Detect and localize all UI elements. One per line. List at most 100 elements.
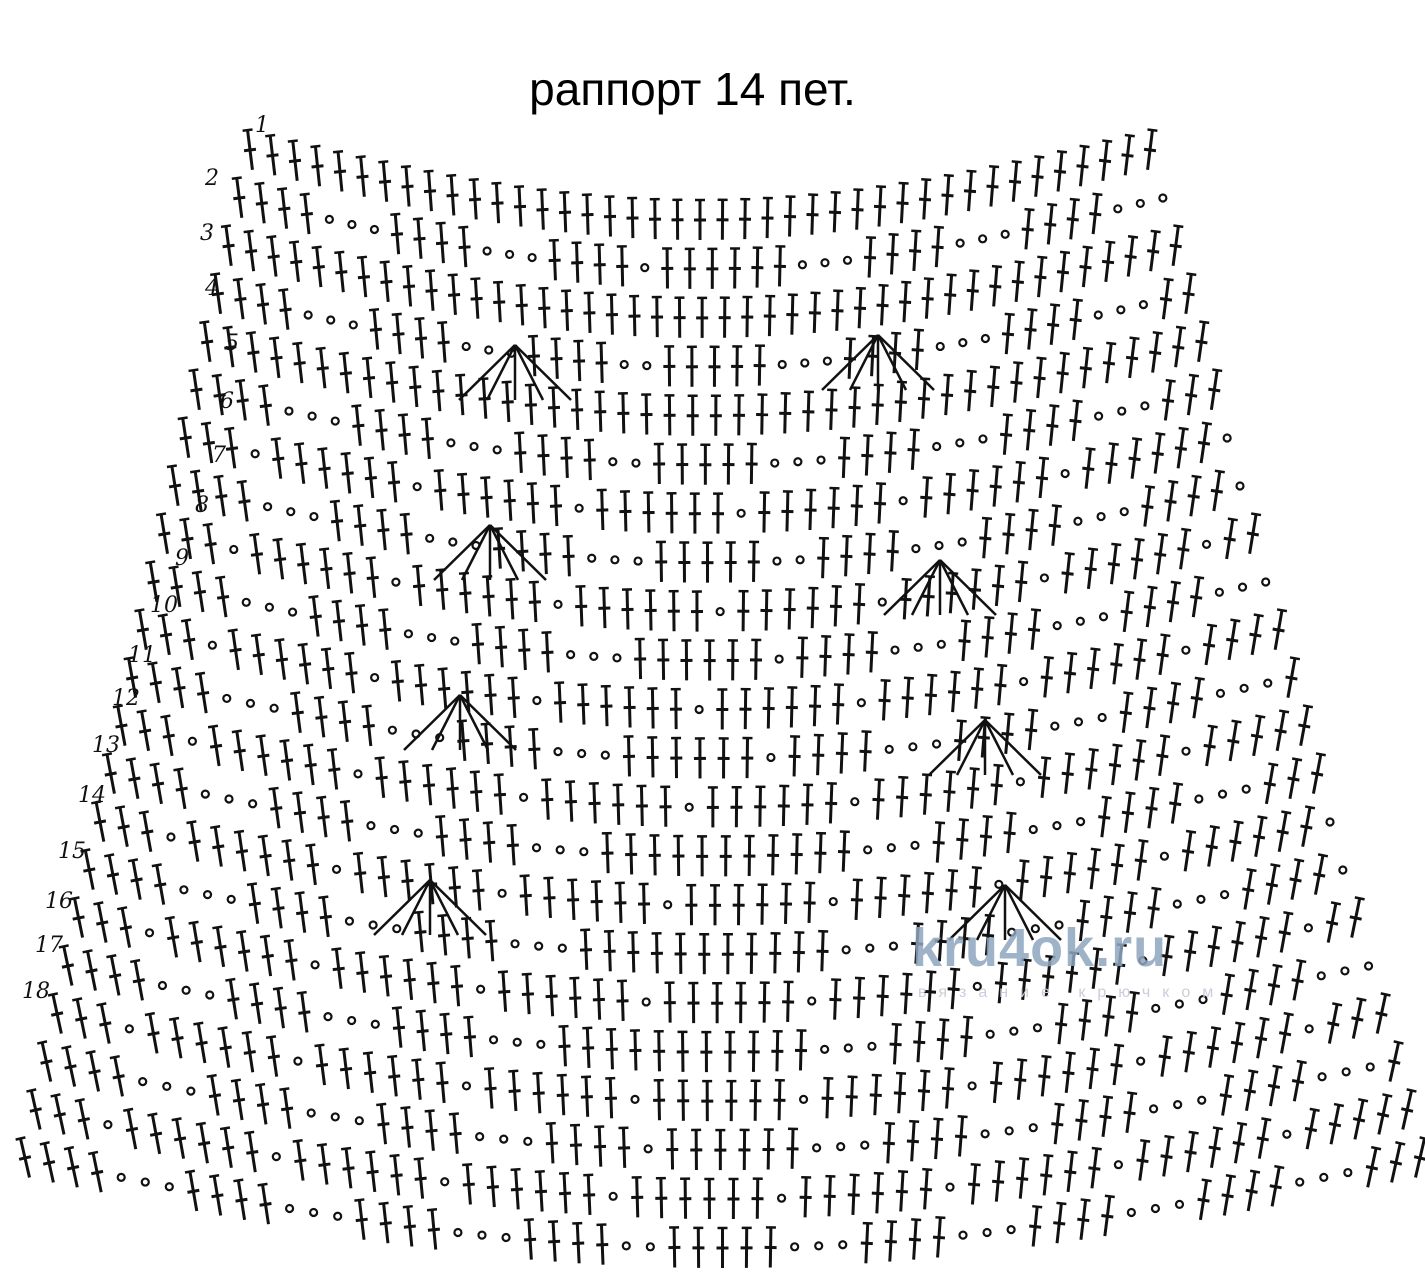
fan-stitch-line: [928, 719, 986, 776]
chain-symbol: [1135, 198, 1145, 209]
double-crochet-symbol: [231, 729, 246, 772]
double-crochet-symbol: [992, 1160, 1006, 1202]
double-crochet-symbol: [190, 469, 205, 512]
double-crochet-symbol: [960, 1015, 974, 1058]
double-crochet-symbol: [1149, 331, 1163, 373]
chain-symbol: [287, 607, 298, 617]
double-crochet-symbol: [921, 277, 934, 319]
chain-symbol: [1060, 468, 1070, 479]
fan-stitch-line: [877, 334, 935, 391]
row-number-label: 10: [150, 593, 178, 618]
double-crochet-symbol: [724, 1030, 737, 1073]
double-crochet-symbol: [1079, 245, 1093, 288]
double-crochet-symbol: [886, 232, 899, 275]
chain-symbol: [1325, 817, 1335, 827]
double-crochet-symbol: [1084, 547, 1099, 590]
double-crochet-symbol: [761, 196, 774, 239]
double-crochet-symbol: [36, 1040, 53, 1082]
double-crochet-symbol: [458, 571, 472, 614]
double-crochet-symbol: [1110, 642, 1124, 685]
double-crochet-symbol: [943, 770, 956, 812]
double-crochet-symbol: [1265, 863, 1281, 905]
chain-symbol: [1219, 890, 1230, 900]
double-crochet-symbol: [749, 1079, 762, 1121]
double-crochet-symbol: [634, 637, 647, 680]
chain-symbol: [608, 457, 618, 467]
chain-symbol: [886, 843, 896, 853]
double-crochet-symbol: [106, 954, 122, 996]
chain-symbol: [331, 864, 342, 874]
double-crochet-symbol: [538, 286, 551, 329]
chain-symbol: [643, 1144, 653, 1154]
double-crochet-symbol: [1291, 1059, 1307, 1102]
double-crochet-symbol: [1276, 810, 1292, 852]
chain-symbol: [890, 645, 900, 655]
double-crochet-symbol: [966, 469, 980, 511]
double-crochet-symbol: [622, 735, 636, 777]
double-crochet-symbol: [871, 1171, 884, 1214]
double-crochet-symbol: [603, 195, 617, 237]
double-crochet-symbol: [588, 782, 601, 824]
double-crochet-symbol: [1011, 260, 1025, 303]
chain-symbol: [1136, 1056, 1146, 1066]
double-crochet-symbol: [692, 1226, 705, 1268]
double-crochet-symbol: [421, 417, 434, 460]
chain-symbol: [181, 985, 191, 995]
double-crochet-symbol: [270, 886, 285, 929]
double-crochet-symbol: [469, 770, 483, 812]
double-crochet-symbol: [756, 883, 769, 925]
chain-symbol: [1365, 1062, 1375, 1072]
double-crochet-symbol: [569, 976, 582, 1019]
double-crochet-symbol: [155, 512, 171, 554]
double-crochet-symbol: [754, 785, 767, 827]
fan-stitch-line: [458, 694, 490, 751]
double-crochet-symbol: [206, 1073, 222, 1116]
chain-symbol: [1340, 966, 1350, 976]
double-crochet-symbol: [246, 882, 262, 924]
double-crochet-symbol: [657, 638, 670, 680]
double-crochet-symbol: [901, 676, 914, 719]
double-crochet-symbol: [1018, 958, 1032, 1001]
fan-stitch-line: [1003, 884, 1035, 941]
double-crochet-symbol: [1243, 1069, 1259, 1112]
double-crochet-symbol: [853, 582, 866, 625]
double-crochet-symbol: [714, 1128, 727, 1171]
double-crochet-symbol: [435, 814, 448, 857]
double-crochet-symbol: [268, 336, 283, 379]
double-crochet-symbol: [726, 639, 739, 681]
chain-symbol: [1235, 481, 1245, 491]
double-crochet-symbol: [318, 895, 332, 938]
double-crochet-symbol: [184, 1169, 200, 1212]
chain-symbol: [978, 434, 988, 444]
double-crochet-symbol: [558, 1024, 571, 1067]
chain-symbol: [1150, 1203, 1161, 1214]
double-crochet-symbol: [848, 386, 861, 428]
double-crochet-symbol: [415, 1009, 429, 1052]
double-crochet-symbol: [462, 1162, 475, 1205]
double-crochet-symbol: [549, 484, 563, 527]
double-crochet-symbol: [480, 722, 494, 765]
double-crochet-symbol: [1351, 997, 1367, 1039]
double-crochet-symbol: [1230, 1021, 1246, 1064]
double-crochet-symbol: [884, 1220, 898, 1262]
double-crochet-symbol: [825, 388, 838, 430]
chain-symbol: [369, 224, 380, 235]
double-crochet-symbol: [1098, 139, 1113, 181]
double-crochet-symbol: [411, 1058, 425, 1100]
double-crochet-symbol: [1285, 656, 1301, 698]
chain-symbol: [1030, 924, 1040, 934]
chain-symbol: [574, 503, 584, 513]
chain-symbol: [867, 1041, 877, 1051]
double-crochet-symbol: [921, 871, 935, 914]
chain-symbol: [166, 832, 176, 842]
double-crochet-symbol: [640, 393, 653, 435]
double-crochet-symbol: [648, 834, 661, 876]
double-crochet-symbol: [670, 736, 683, 779]
double-crochet-symbol: [827, 486, 840, 529]
chain-symbol: [1282, 1129, 1292, 1139]
double-crochet-symbol: [806, 193, 819, 235]
double-crochet-symbol: [431, 369, 445, 412]
fan-stitch-line: [433, 524, 491, 581]
chain-symbol: [499, 1134, 509, 1144]
double-crochet-symbol: [527, 334, 540, 377]
